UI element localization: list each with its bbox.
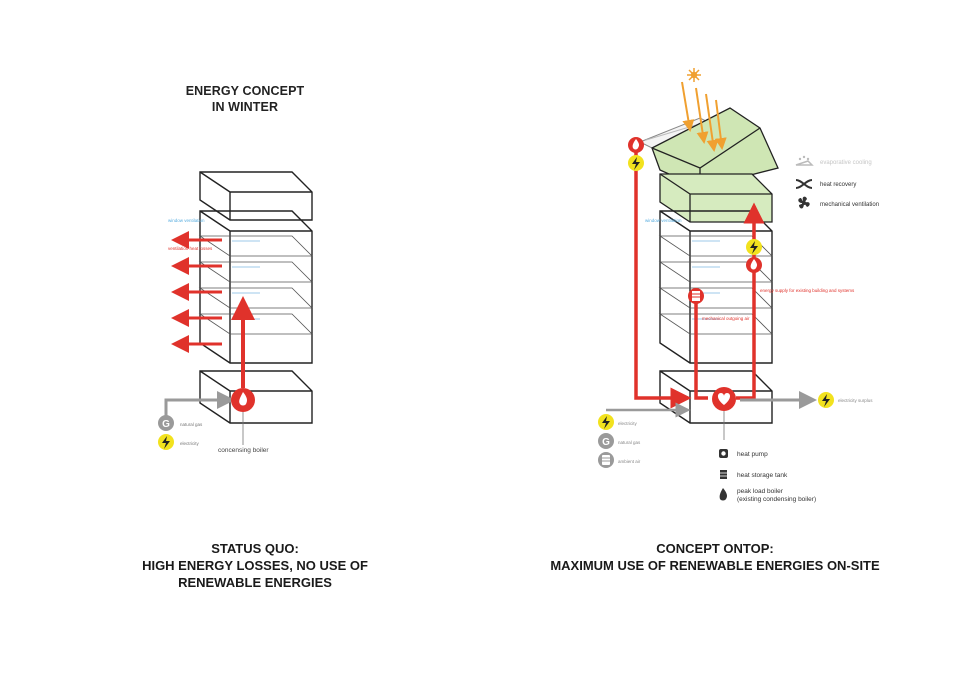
left-caption-line3: RENEWABLE ENERGIES [178,575,332,590]
right-ambient-air-label: ambient air [618,459,641,464]
evaporative-cooling-icon [795,155,814,166]
right-caption-line2: MAXIMUM USE OF RENEWABLE ENERGIES ON-SIT… [550,558,880,573]
right-ambient-air-icon [598,452,614,468]
right-electricity-surplus-label: electricity surplus [838,398,873,403]
right-outgoing-air-line [694,300,708,400]
left-gas-letter: G [162,419,170,430]
legend-storage-tank-label: heat storage tank [737,472,788,479]
right-roof-flame-icon [628,137,644,153]
legend-heat-pump-label: heat pump [737,451,768,458]
left-title-line2: IN WINTER [211,100,279,114]
legend-flame-icon [719,488,727,501]
legend-peak-boiler-label-1: peak load boiler [737,488,784,495]
left-roof-edge [199,171,312,220]
right-surplus-lightning-icon [818,392,834,408]
left-heat-loss-arrows [171,231,222,353]
legend-storage-tank-icon [720,470,727,479]
legend-heat-recovery-label: heat recovery [820,182,856,188]
left-gas-line [164,391,235,418]
right-gas-icon: G [598,433,614,449]
left-electricity-label: electricity [180,441,200,446]
sun-rays [681,81,727,152]
right-electricity-label: electricity [618,421,638,426]
sun-icon [687,68,701,82]
right-window-vent-label: window ventilation [645,218,682,223]
left-caption-line1: STATUS QUO: [211,541,299,556]
left-caption-line2: HIGH ENERGY LOSSES, NO USE OF [142,558,368,573]
fan-icon [798,196,810,209]
right-storage-tank-icon [688,288,704,304]
right-gas-letter: G [602,437,610,448]
right-energy-supply-label: energy supply for existing building and … [760,288,855,293]
left-building [198,171,313,424]
right-solar-heat-line [634,150,692,409]
left-window-vent-lines [232,240,260,320]
legend-evap-cooling-label: evaporative cooling [820,160,872,166]
right-mech-outgoing-air-label: mechanical outgoing air [702,316,750,321]
legend-mech-vent-label: mechanical ventilation [820,202,879,208]
right-floor-slabs [658,235,773,335]
right-riser-lightning-icon [746,239,762,255]
left-window-vent-label: window ventilation [168,218,205,223]
left-basement-box [199,370,313,424]
left-title-line1: ENERGY CONCEPT [185,84,305,98]
right-heat-pump-heart-icon [712,387,736,411]
right-riser-flame-icon [746,257,762,273]
left-vent-heat-loss-label: ventilation heat losses [168,246,213,251]
right-electricity-icon [598,414,614,430]
right-caption-line1: CONCEPT ONTOP: [656,541,774,556]
left-caption: STATUS QUO: HIGH ENERGY LOSSES, NO USE O… [110,540,400,591]
legend-heat-pump-icon [719,449,728,458]
left-roof-box [199,171,313,221]
right-roof-lightning-icon [628,155,644,171]
right-natural-gas-label: natural gas [618,440,641,445]
left-floor-slabs [198,235,313,335]
left-title: ENERGY CONCEPT IN WINTER [170,83,320,115]
right-caption: CONCEPT ONTOP: MAXIMUM USE OF RENEWABLE … [520,540,910,574]
left-natural-gas-label: natural gas [180,422,203,427]
left-boiler-label: concensing boiler [218,447,269,454]
right-riser-main [736,202,765,400]
legend-peak-boiler-label-2: (existing condensing boiler) [737,496,816,503]
left-boiler-flame-icon [231,388,255,412]
left-lightning-icon [158,434,174,450]
left-gas-icon: G [158,415,174,431]
left-storeys-outline [199,210,313,364]
heat-recovery-icon [795,179,813,189]
